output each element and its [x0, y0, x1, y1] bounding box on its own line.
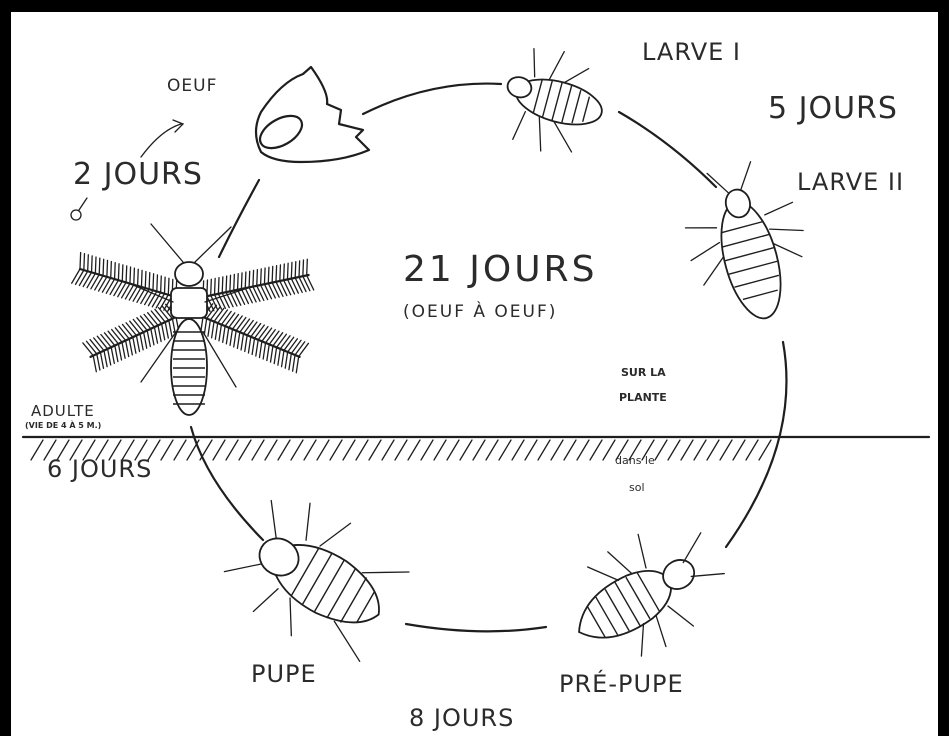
- adult-lifespan-label: (VIE DE 4 À 5 M.): [25, 422, 101, 430]
- larva-duration-label: 5 JOURS: [768, 94, 898, 124]
- cycle-arc-adult-to-egg: [219, 180, 259, 257]
- above-ground-label-line2: PLANTE: [619, 392, 667, 403]
- cycle-arc-larva1-to-larva2: [619, 112, 716, 187]
- below-ground-label-line2: sol: [629, 482, 645, 493]
- above-ground-label-line1: SUR LA: [621, 367, 666, 378]
- cycle-duration-subtitle: (OEUF À OEUF): [403, 304, 557, 321]
- below-ground-label-line1: dans le: [615, 455, 655, 466]
- adult-label: ADULTE: [31, 404, 95, 419]
- life-cycle-diagram: OEUF 2 JOURS LARVE I 5 JOURS LARVE II 21…: [11, 12, 938, 736]
- larva2-label: LARVE II: [797, 170, 904, 194]
- prepupa-icon: [552, 507, 742, 681]
- cycle-duration-title: 21 JOURS: [403, 252, 597, 288]
- egg-icon: [255, 67, 369, 162]
- adult-duration-label: 6 JOURS: [47, 457, 152, 481]
- pupa-label: PUPE: [251, 662, 317, 686]
- cycle-arc-larva2-to-prepupa: [726, 342, 786, 547]
- egg-label: OEUF: [167, 78, 217, 95]
- pupa-icon: [213, 481, 417, 672]
- egg-duration-label: 2 JOURS: [73, 160, 203, 190]
- pupa-duration-label: 8 JOURS: [409, 706, 514, 730]
- cycle-arc-prepupa-to-pupa: [406, 624, 546, 631]
- cycle-arc-pupa-to-adult: [191, 427, 263, 540]
- larva1-label: LARVE I: [642, 40, 741, 64]
- cycle-arc-egg-to-larva1: [363, 84, 501, 114]
- adult-thrips-icon: [72, 224, 314, 415]
- prepupa-label: PRÉ-PUPE: [559, 672, 684, 696]
- larva1-icon: [493, 40, 614, 164]
